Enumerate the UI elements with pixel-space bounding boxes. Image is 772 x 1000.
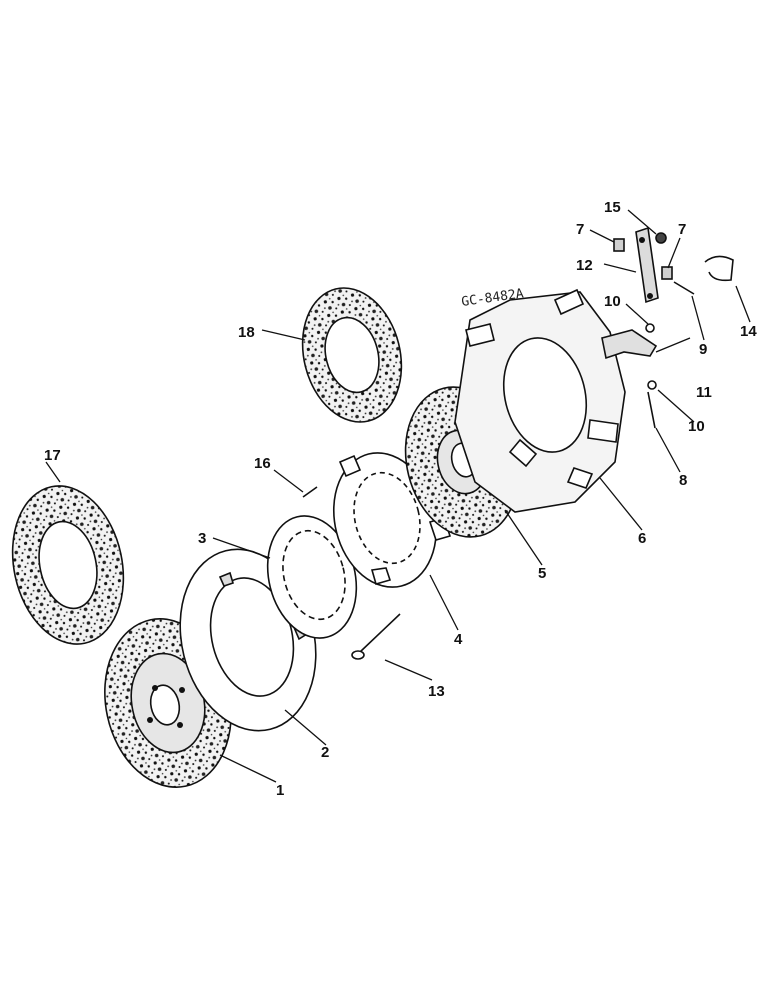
leader-2 [284,709,327,746]
leader-15 [627,209,657,235]
friction-lining-17 [11,485,125,645]
callout-7b: 7 [678,221,686,238]
callout-16: 16 [254,455,271,472]
release-lever-12 [635,226,659,304]
nut-15 [655,232,667,244]
leader-7a [589,229,615,243]
callout-6: 6 [638,530,646,547]
callout-18: 18 [238,324,255,341]
leader-14 [735,285,751,323]
bushing-7b [661,266,673,280]
leader-5 [504,509,543,566]
leader-4 [429,574,459,631]
callout-5: 5 [538,565,546,582]
leader-13 [384,659,433,681]
pin-9 [673,281,695,295]
leader-8 [655,427,681,473]
spring-clip-14 [704,255,734,282]
leader-1 [219,754,277,783]
callout-17: 17 [44,447,61,464]
washer-10a [645,323,655,333]
callout-10a: 10 [604,293,621,310]
callout-12: 12 [576,257,593,274]
callout-15: 15 [604,199,621,216]
callout-10b: 10 [688,418,705,435]
callout-4: 4 [454,631,463,648]
friction-lining-18 [301,287,403,423]
callout-11: 11 [696,384,712,401]
callout-14: 14 [740,323,757,340]
washer-10b [647,380,657,390]
leader-9 [691,295,705,341]
leader-10b [657,389,695,423]
callout-7a: 7 [576,221,584,238]
bushing-7a [613,238,625,252]
callout-8: 8 [679,472,687,489]
leader-3 [212,537,271,559]
leader-17 [45,461,61,483]
clutch-cover-6 [454,288,626,513]
leader-18 [261,329,306,341]
leader-10a [625,303,649,325]
callout-13: 13 [428,683,445,700]
pin-8 [647,391,656,429]
leader-16 [273,469,304,493]
leader-7b [667,237,681,269]
bolt-13 [351,613,401,660]
leader-11 [655,337,691,353]
leader-12 [603,263,637,273]
callout-3: 3 [198,530,206,547]
screw-16 [302,486,318,498]
leader-6 [599,477,643,531]
callout-2: 2 [321,744,329,761]
lever-plate-11 [601,329,658,360]
callout-1: 1 [276,782,284,799]
callout-9: 9 [699,341,707,358]
